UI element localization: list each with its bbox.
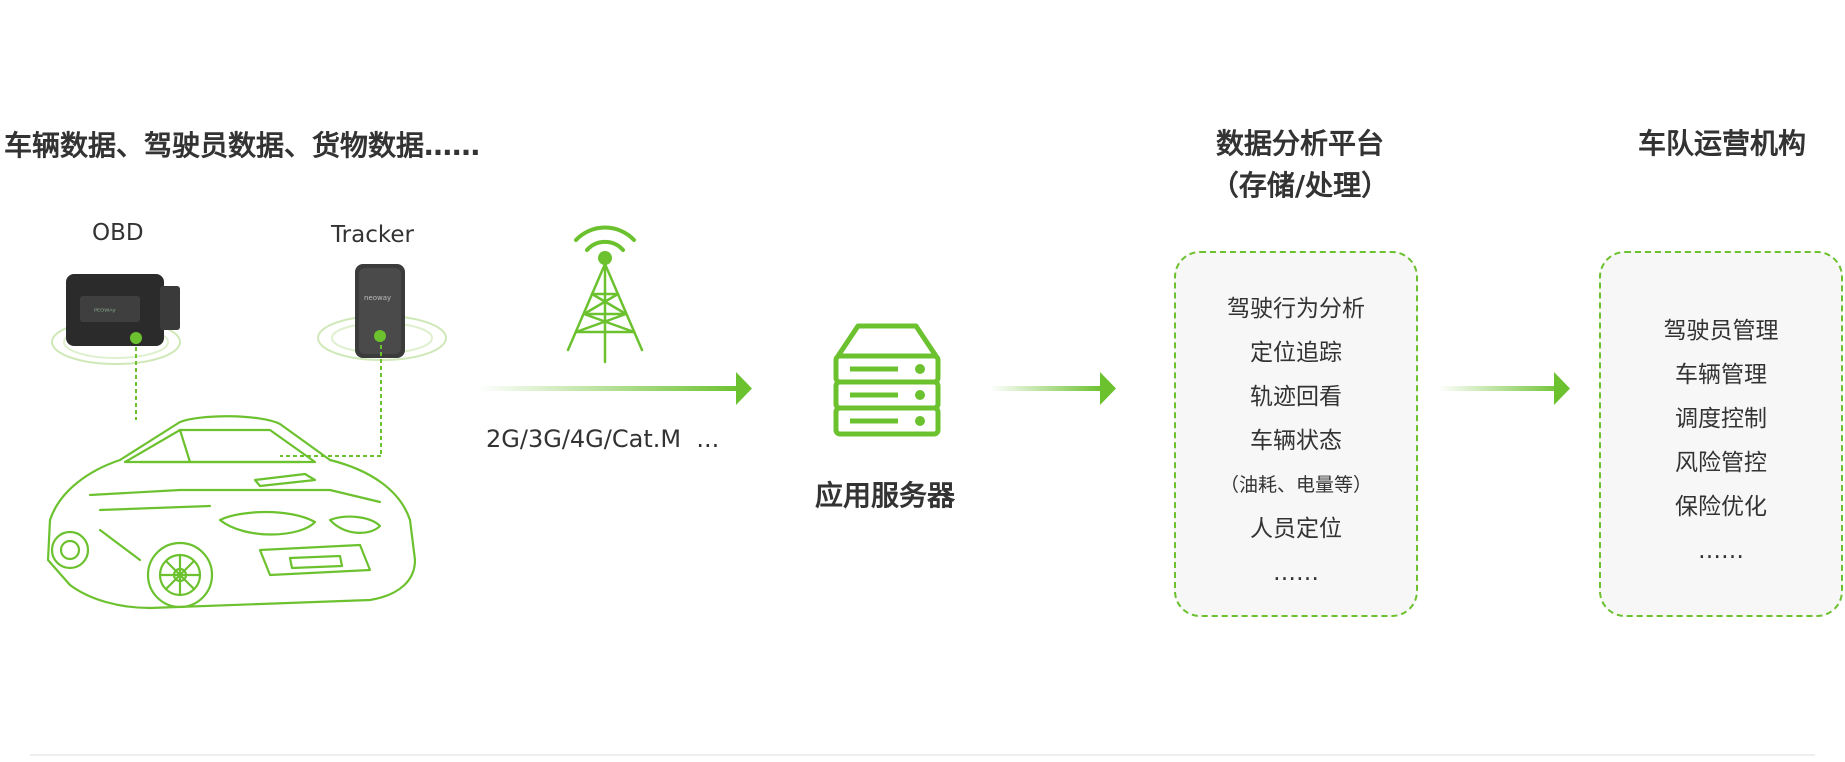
data-sources-heading: 车辆数据、驾驶员数据、货物数据…… <box>4 129 481 162</box>
svg-text:ᴾᴱᴼᵂᴬʸ: ᴾᴱᴼᵂᴬʸ <box>94 307 116 316</box>
server-icon <box>833 323 941 437</box>
gps-tracker-icon: neoway <box>317 264 447 361</box>
platform-panel: 驾驶行为分析 定位追踪 轨迹回看 车辆状态 （油耗、电量等） 人员定位 …… <box>1174 251 1418 617</box>
list-item: （油耗、电量等） <box>1219 474 1372 496</box>
list-item: 轨迹回看 <box>1250 384 1342 410</box>
platform-title-line2: （存储/处理） <box>1210 169 1390 202</box>
arrow-to-fleet <box>1438 372 1570 405</box>
list-item: 驾驶行为分析 <box>1227 296 1365 322</box>
car-outline-icon <box>46 415 417 610</box>
obd-label: OBD <box>92 220 144 246</box>
list-item: 驾驶员管理 <box>1663 318 1779 344</box>
list-item: 人员定位 <box>1250 516 1342 542</box>
list-item: 车辆管理 <box>1675 362 1767 388</box>
list-item: …… <box>1698 538 1744 564</box>
tracker-label: Tracker <box>331 222 414 248</box>
platform-title: 数据分析平台 （存储/处理） <box>1190 122 1410 204</box>
list-item: 风险管控 <box>1675 450 1767 476</box>
cell-tower-icon <box>566 225 644 364</box>
list-item: …… <box>1273 560 1319 586</box>
list-item: 调度控制 <box>1675 406 1767 432</box>
divider <box>30 754 1815 756</box>
network-label: 2G/3G/4G/Cat.M ... <box>486 425 720 453</box>
list-item: 保险优化 <box>1675 494 1767 520</box>
arrow-to-platform <box>990 372 1116 405</box>
platform-title-line1: 数据分析平台 <box>1215 127 1384 160</box>
list-item: 车辆状态 <box>1250 428 1342 454</box>
fleet-title: 车队运营机构 <box>1637 127 1806 160</box>
svg-text:neoway: neoway <box>364 294 391 302</box>
obd-device-icon: ᴾᴱᴼᵂᴬʸ <box>51 274 181 365</box>
fleet-panel: 驾驶员管理 车辆管理 调度控制 风险管控 保险优化 …… <box>1599 251 1843 617</box>
server-label: 应用服务器 <box>815 479 956 512</box>
arrow-to-server <box>478 372 752 405</box>
list-item: 定位追踪 <box>1250 340 1342 366</box>
